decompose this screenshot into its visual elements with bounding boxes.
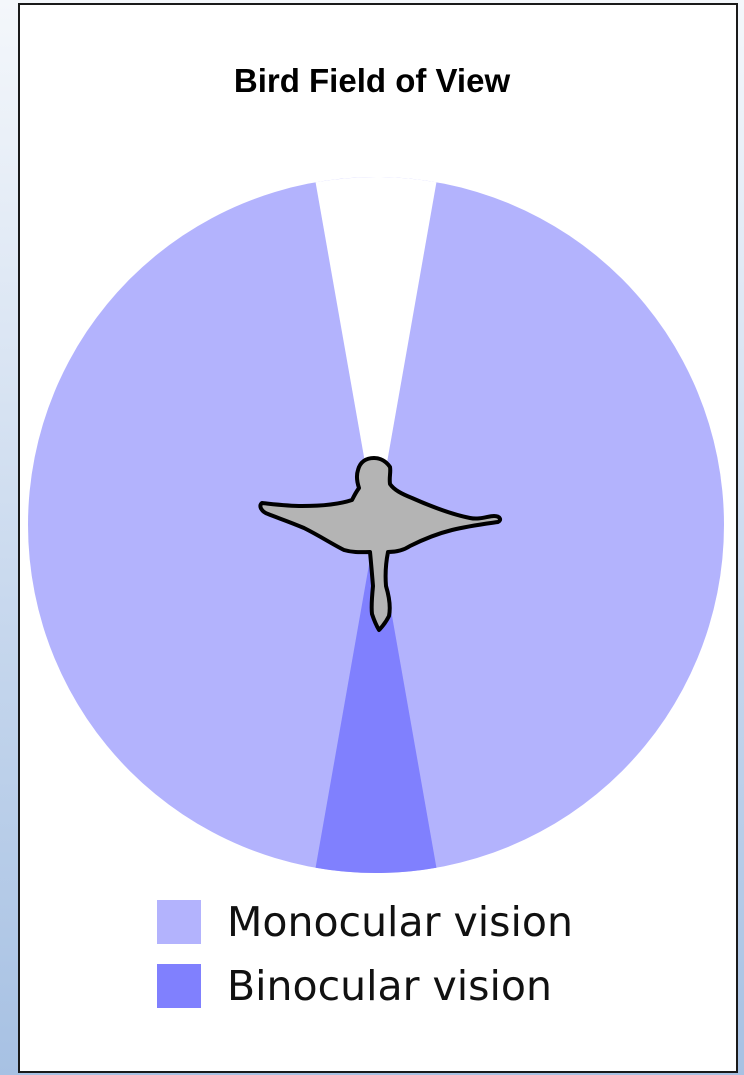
legend-label-monocular: Monocular vision	[227, 898, 573, 946]
legend-item-monocular: Monocular vision	[157, 890, 573, 954]
legend-label-binocular: Binocular vision	[227, 962, 552, 1010]
legend-swatch-monocular	[157, 900, 201, 944]
legend: Monocular vision Binocular vision	[157, 890, 573, 1018]
legend-item-binocular: Binocular vision	[157, 954, 573, 1018]
legend-swatch-binocular	[157, 964, 201, 1008]
